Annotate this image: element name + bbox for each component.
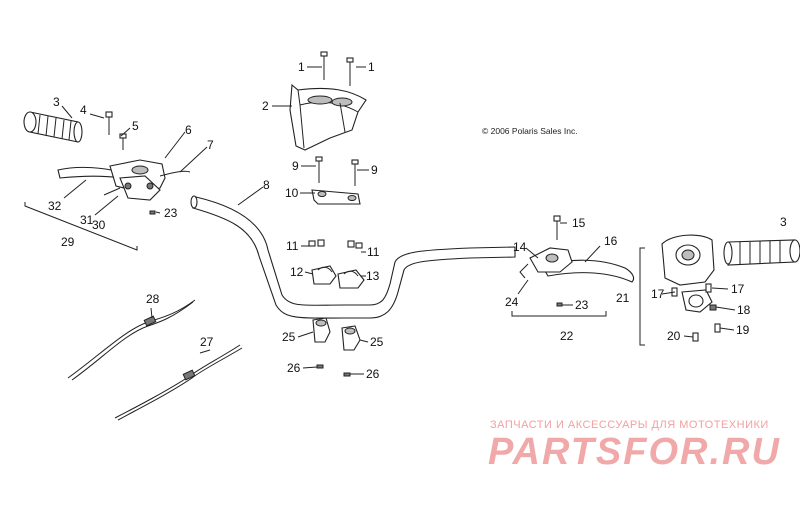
callout-27: 27 xyxy=(200,335,214,349)
left-grip xyxy=(23,111,83,143)
callout-13: 13 xyxy=(366,269,380,283)
left-control-assembly xyxy=(57,159,191,215)
callout-30: 30 xyxy=(92,218,106,232)
callout-18: 18 xyxy=(737,303,751,317)
callout-labels: 1 1 2 3 3 4 5 6 7 8 9 9 10 11 11 12 13 1… xyxy=(48,60,787,381)
watermark-tagline: ЗАПЧАСТИ И АКСЕССУАРЫ ДЛЯ МОТОТЕХНИКИ xyxy=(490,419,769,431)
callout-16: 16 xyxy=(604,234,618,248)
watermark-logo: PARTSFOR.RU xyxy=(488,431,781,473)
upper-clamps xyxy=(308,239,365,289)
callout-3: 3 xyxy=(53,95,60,109)
callout-23: 23 xyxy=(575,298,589,312)
callout-12: 12 xyxy=(290,265,304,279)
lower-clamps xyxy=(312,317,361,377)
callout-15: 15 xyxy=(572,216,586,230)
callout-22: 22 xyxy=(560,329,574,343)
callout-3: 3 xyxy=(780,215,787,229)
callout-1: 1 xyxy=(298,60,305,74)
callout-25: 25 xyxy=(282,330,296,344)
callout-21: 21 xyxy=(616,291,630,305)
callout-23: 23 xyxy=(164,206,178,220)
right-switch-housing xyxy=(661,234,721,342)
callout-5: 5 xyxy=(132,119,139,133)
callout-28: 28 xyxy=(146,292,160,306)
handlebar xyxy=(190,195,516,319)
callout-2: 2 xyxy=(262,99,269,113)
callout-1: 1 xyxy=(368,60,375,74)
cables xyxy=(67,299,243,421)
callout-14: 14 xyxy=(513,240,527,254)
callout-32: 32 xyxy=(48,199,62,213)
lower-bracket xyxy=(311,156,361,205)
callout-25: 25 xyxy=(370,335,384,349)
callout-9: 9 xyxy=(371,163,378,177)
left-screws xyxy=(105,111,127,150)
copyright-text: © 2006 Polaris Sales Inc. xyxy=(482,126,578,136)
callout-7: 7 xyxy=(207,138,214,152)
callout-26: 26 xyxy=(366,367,380,381)
callout-17: 17 xyxy=(731,282,745,296)
leader-lines xyxy=(24,66,736,375)
right-lever xyxy=(519,215,635,307)
callout-31: 31 xyxy=(80,213,94,227)
callout-4: 4 xyxy=(80,103,87,117)
callout-24: 24 xyxy=(505,295,519,309)
callout-10: 10 xyxy=(285,186,299,200)
right-grip xyxy=(723,239,800,266)
handlebar-cover xyxy=(289,83,367,151)
callout-17: 17 xyxy=(651,287,665,301)
callout-20: 20 xyxy=(667,329,681,343)
cover-bolts xyxy=(320,51,354,86)
callout-6: 6 xyxy=(185,123,192,137)
callout-9: 9 xyxy=(292,159,299,173)
callout-19: 19 xyxy=(736,323,750,337)
callout-29: 29 xyxy=(61,235,75,249)
callout-11: 11 xyxy=(286,239,299,253)
callout-11: 11 xyxy=(367,245,380,259)
callout-8: 8 xyxy=(263,178,270,192)
callout-26: 26 xyxy=(287,361,301,375)
